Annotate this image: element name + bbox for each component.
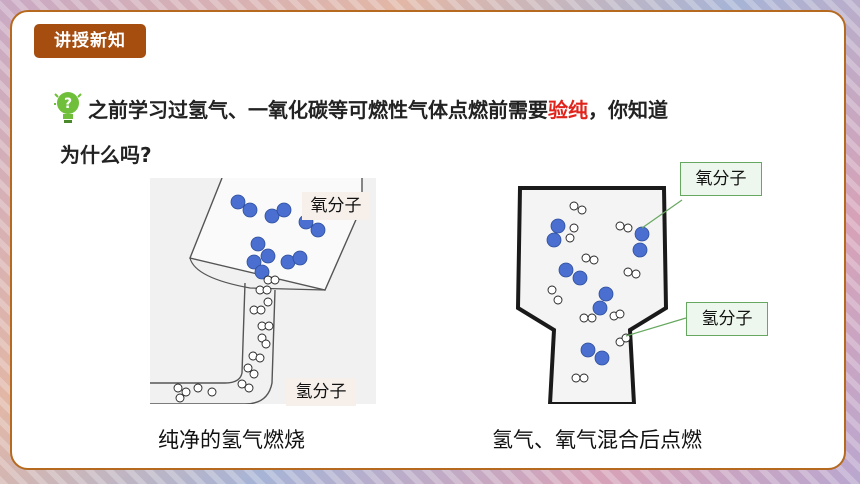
question-line-2: 为什么吗?	[60, 143, 152, 167]
slide: 讲授新知 ? 之前学习过氢气、一氧化碳等可燃性气体点燃前需要验纯，你知道 为什么…	[10, 10, 846, 470]
right-caption: 氢气、氧气混合后点燃	[492, 428, 702, 452]
question-text-tail: ，你知道	[588, 98, 668, 122]
mixed-gas-bottle-diagram	[515, 186, 687, 406]
hydrogen-label-right: 氢分子	[686, 302, 768, 336]
question-text: 之前学习过氢气、一氧化碳等可燃性气体点燃前需要	[88, 98, 548, 122]
left-figure: 氧分子 氢分子	[150, 177, 376, 406]
lightbulb-question-icon: ?	[54, 92, 82, 123]
hydrogen-label-left: 氢分子	[286, 378, 356, 406]
right-figure: 氧分子 氢分子	[502, 162, 792, 406]
question-line-1: 之前学习过氢气、一氧化碳等可燃性气体点燃前需要验纯，你知道	[88, 94, 668, 123]
left-caption: 纯净的氢气燃烧	[158, 428, 305, 452]
svg-text:?: ?	[64, 96, 72, 112]
oxygen-label-left: 氧分子	[302, 192, 370, 220]
question-highlight: 验纯	[548, 98, 588, 122]
oxygen-label-right: 氧分子	[680, 162, 762, 196]
section-badge: 讲授新知	[34, 24, 146, 58]
